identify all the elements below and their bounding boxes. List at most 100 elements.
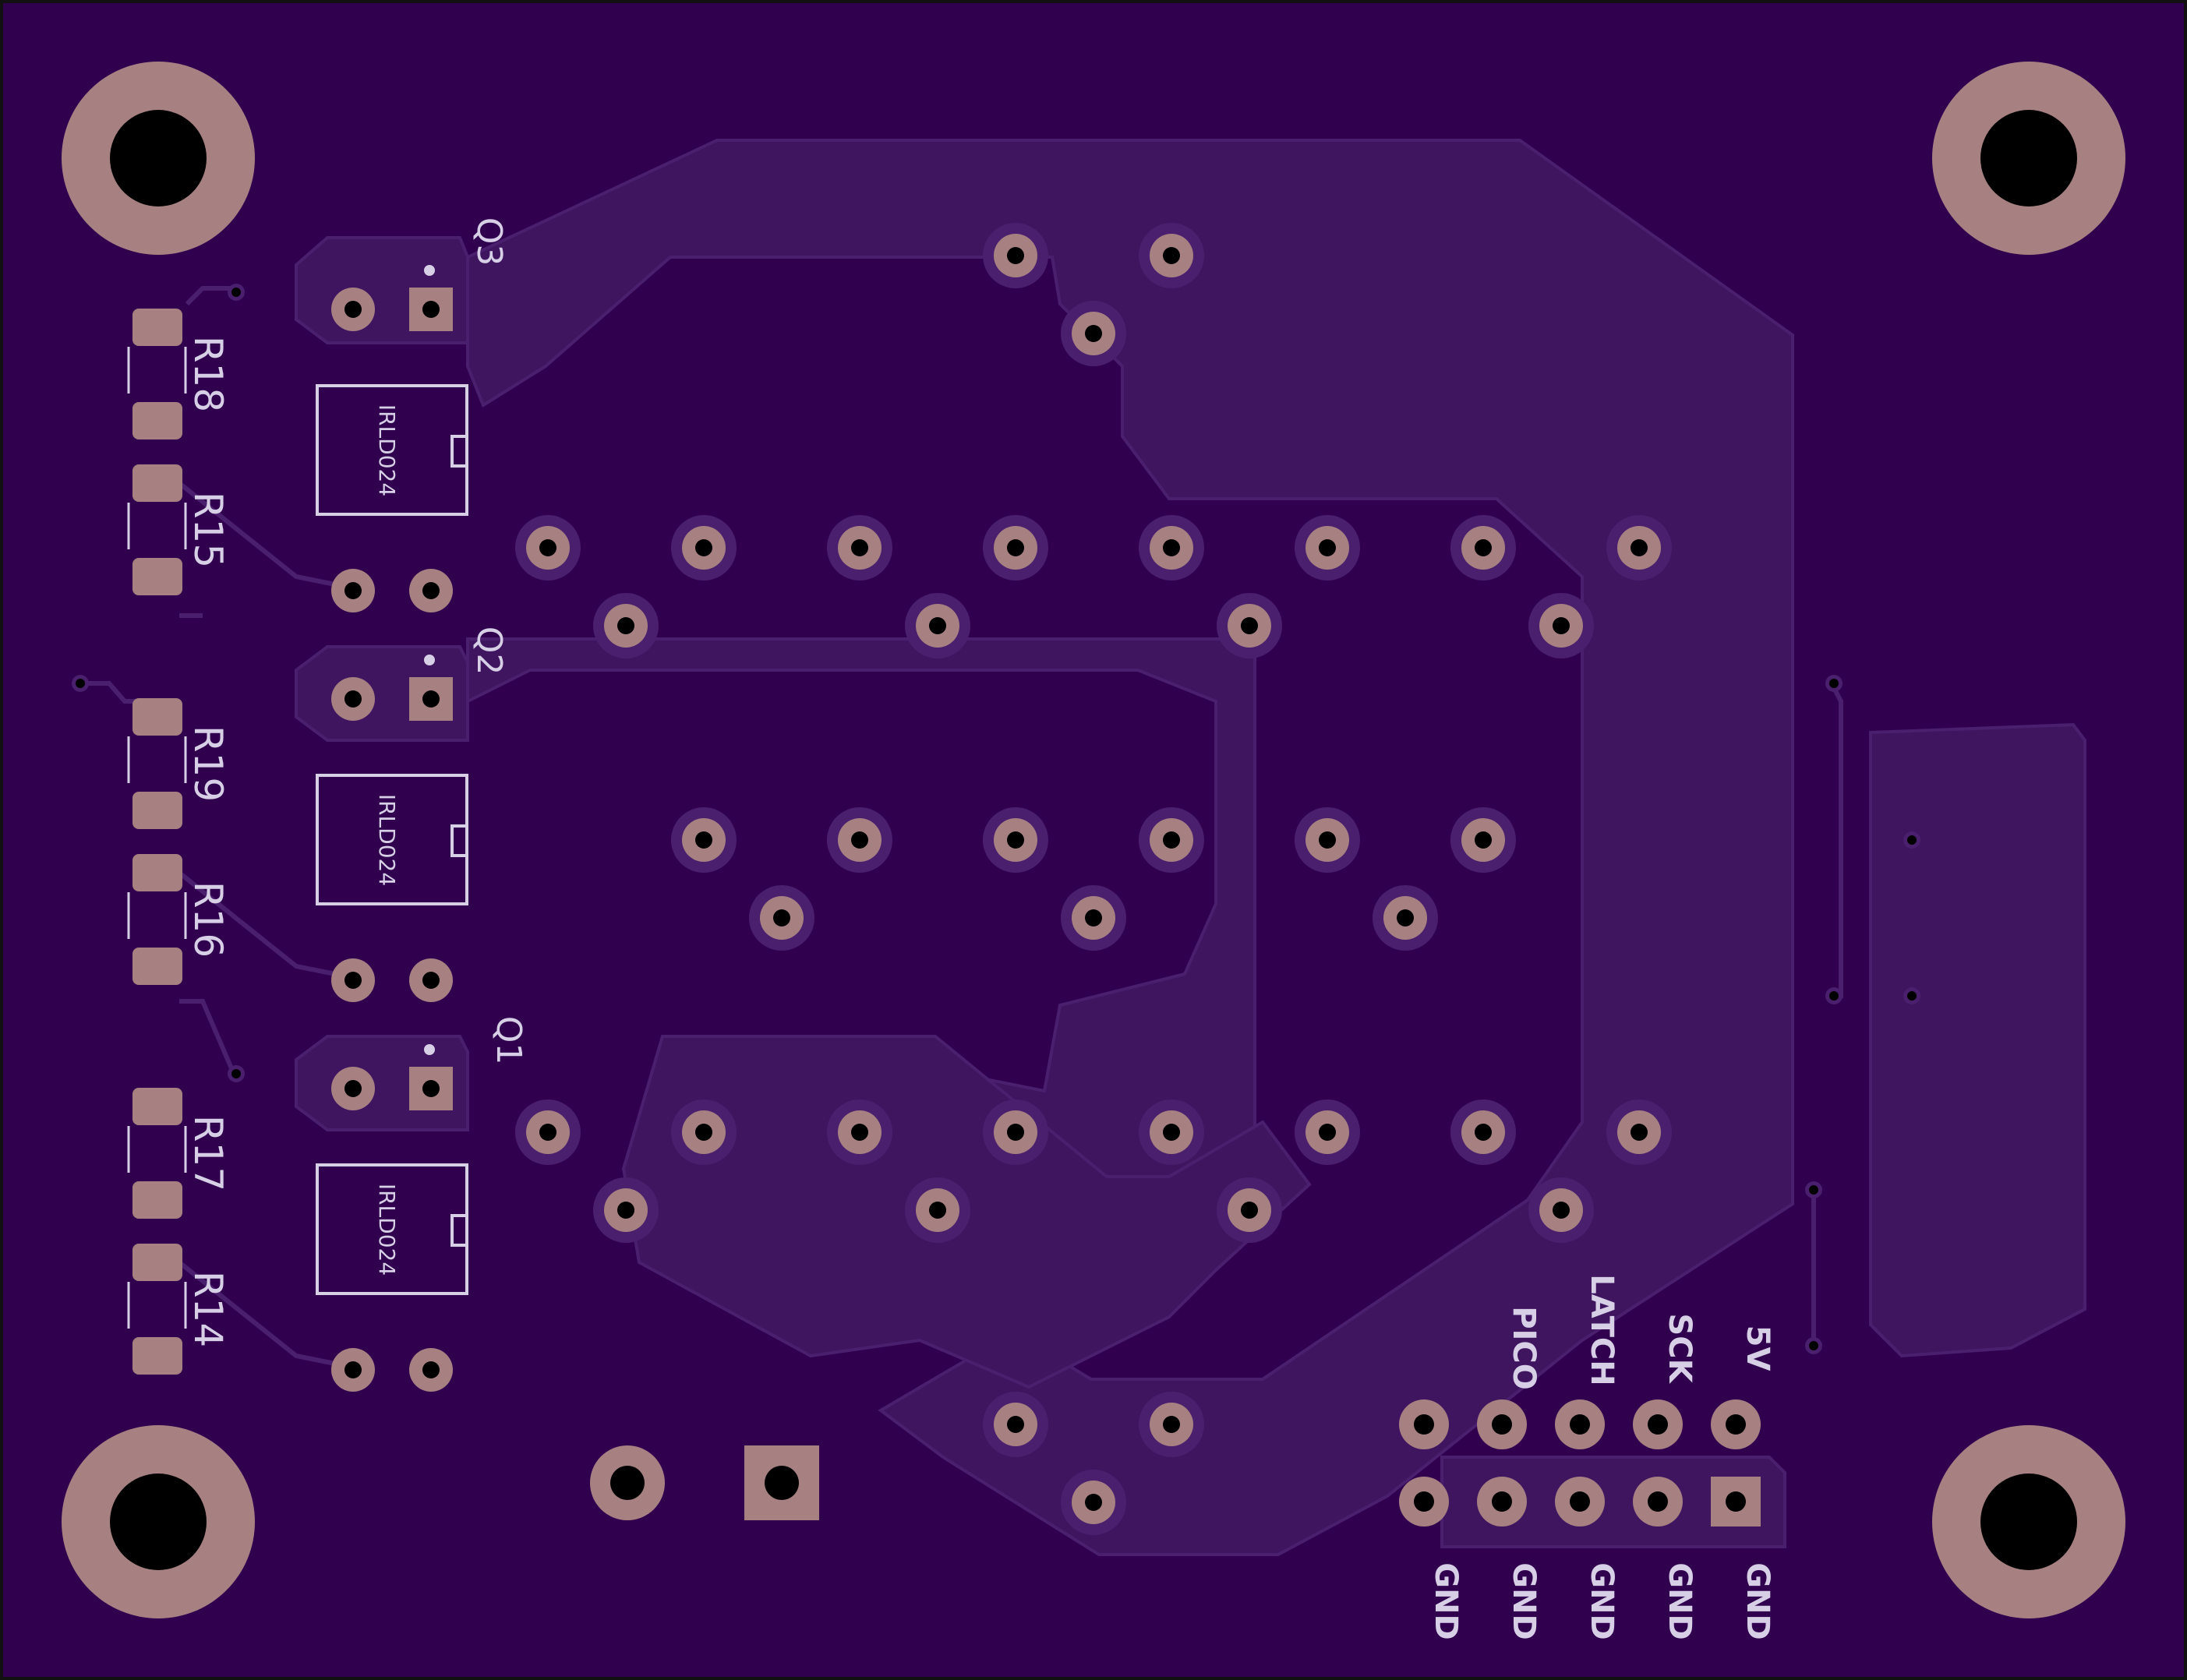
track-2 [178,481,355,591]
pad-icon [1061,301,1126,366]
via-icon [72,675,89,692]
via-icon [1903,831,1920,849]
header-pin [1555,1399,1605,1449]
label-sck: SCK [1662,1313,1698,1384]
smd-pad [132,558,182,595]
pad-icon [1450,807,1516,873]
mounting-holes [62,62,2125,1618]
smd-pad [132,464,182,502]
header-pin [1477,1399,1527,1449]
via-icon [1805,1181,1822,1198]
q1-pins [331,1044,453,1392]
pad-icon [593,593,659,658]
q3-value: IRLD024 [374,404,400,496]
vias [72,284,1920,1354]
pour-upper [466,139,1794,1556]
pad-icon [1606,1099,1672,1165]
via-icon [1825,675,1843,692]
pad-icon [983,223,1048,288]
pad-icon [1295,1099,1360,1165]
q3-pins [331,265,453,612]
label-5v: 5V [1740,1325,1775,1371]
label-latch: LATCH [1584,1274,1620,1385]
via-icon [228,1065,245,1082]
pad-icon [1061,1470,1126,1535]
mounting-hole-icon [1932,1425,2125,1618]
smd-pad [132,948,182,985]
via-icon [228,284,245,301]
pad-icon [1295,807,1360,873]
label-gnd-1: GND [1428,1562,1464,1640]
pad-icon [827,515,892,581]
header-pin [1477,1477,1527,1526]
q2-pins [331,655,453,1002]
pad-icon [1217,1177,1282,1243]
r16-ref: R16 [185,881,231,958]
via-icon [1825,987,1843,1004]
resistor-body-lines [127,347,187,1329]
pad-icon [1606,515,1672,581]
pad-icon [1373,885,1438,951]
pad-icon [1139,1392,1204,1457]
pour-right [1869,722,2086,1358]
ic-q3-outline [316,384,468,516]
r14-ref: R14 [185,1271,231,1347]
smd-pad [132,309,182,346]
label-gnd-2: GND [1506,1562,1542,1640]
header-pin [1633,1399,1683,1449]
header-pin [1711,1477,1761,1526]
pin-header [1399,1399,1761,1526]
pad-icon [983,807,1048,873]
label-gnd-3: GND [1584,1562,1620,1640]
pour-header [1440,1456,1786,1548]
track-7 [179,999,236,1075]
smd-pad [132,792,182,829]
pad-icon [593,1177,659,1243]
pad-icon [1450,1099,1516,1165]
ic-outlines [316,384,468,1295]
pad-icon [515,515,581,581]
q2-value: IRLD024 [374,794,400,886]
pad-icon [1139,223,1204,288]
r19-ref: R19 [185,725,231,802]
mounting-hole-icon [62,1425,255,1618]
label-gnd-4: GND [1662,1562,1698,1640]
pad-icon [1217,593,1282,658]
r17-ref: R17 [185,1115,231,1191]
ic-q1-outline [316,1163,468,1295]
transistor-pins [331,265,453,1392]
pad-icon [671,1099,737,1165]
track-1 [185,286,234,306]
pad-icon [1139,807,1204,873]
label-pico: PICO [1506,1306,1542,1390]
pad-icon [905,593,970,658]
pad-icon [1450,515,1516,581]
smd-pad [132,1181,182,1219]
pad-icon [671,807,737,873]
track-6 [178,1260,355,1370]
smd-pad [132,1337,182,1375]
header-pin [1711,1399,1761,1449]
pad-icon [1528,593,1594,658]
pad-icon [983,1392,1048,1457]
header-pin [1555,1477,1605,1526]
header-labels: PICO LATCH SCK 5V GND GND GND GND GND [1428,1274,1775,1639]
pad-icon [983,1099,1048,1165]
reference-designators: Q3 Q2 Q1 R18 R15 R19 R16 R17 R14 [185,217,528,1348]
r15-ref: R15 [185,492,231,568]
through-hole-pads [515,223,1672,1535]
pad-icon [827,807,892,873]
ic-q2-outline [316,774,468,905]
header-pin [1399,1399,1449,1449]
pad-icon [827,1099,892,1165]
smd-pad [132,854,182,891]
pad-icon [1139,515,1204,581]
ic-values: IRLD024 IRLD024 IRLD024 [374,404,400,1276]
pad-icon [905,1177,970,1243]
track-5 [178,870,355,980]
pad-icon [749,885,814,951]
power-connector [590,1445,819,1520]
pad-icon [1528,1177,1594,1243]
